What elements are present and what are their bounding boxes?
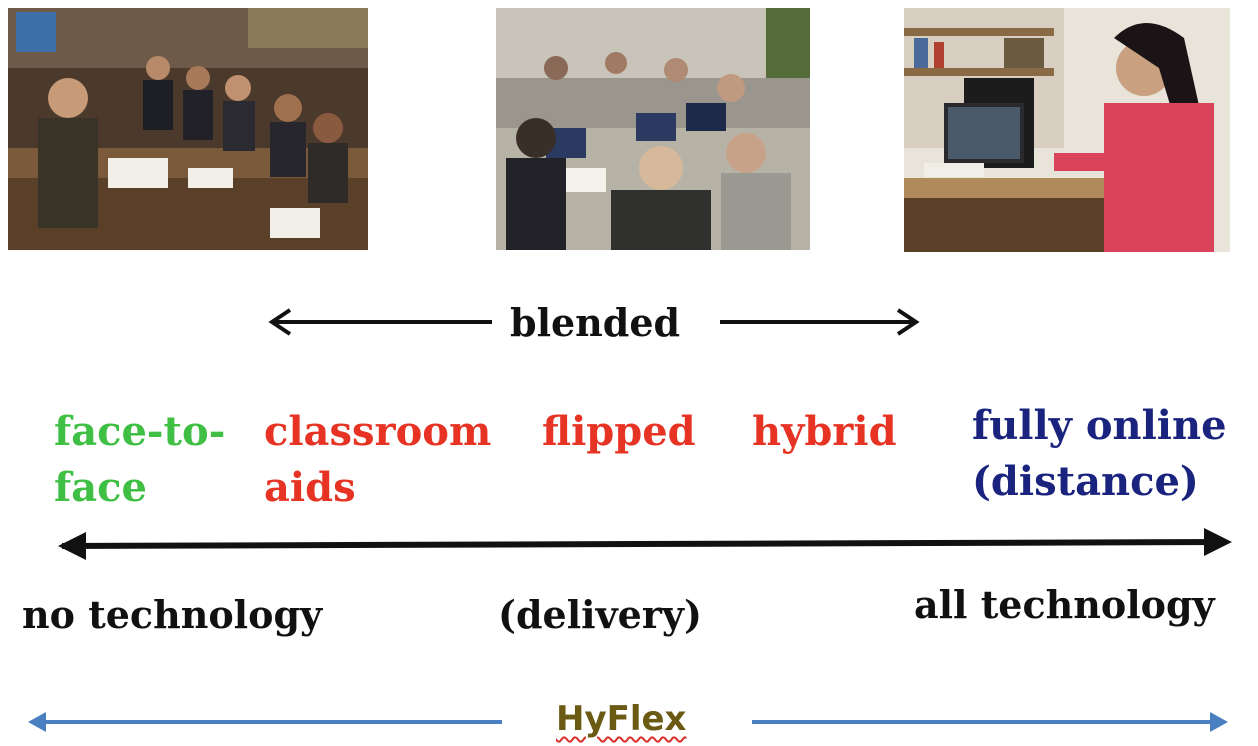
axis-left-label: no technology bbox=[22, 592, 323, 637]
category-fully-online: fully online (distance) bbox=[972, 402, 1227, 505]
blended-label: blended bbox=[510, 300, 681, 345]
classroom-photo bbox=[8, 8, 368, 250]
axis-center-label: (delivery) bbox=[498, 592, 702, 637]
hyflex-arrow bbox=[28, 712, 1228, 732]
category-flipped: flipped bbox=[542, 408, 696, 455]
axis-right-label: all technology bbox=[914, 582, 1215, 627]
home-laptop-photo bbox=[904, 8, 1230, 252]
blended-arrow bbox=[268, 308, 920, 336]
category-hybrid: hybrid bbox=[752, 408, 897, 455]
delivery-axis-arrow bbox=[58, 528, 1232, 560]
hyflex-label: HyFlex bbox=[556, 699, 687, 739]
category-face-to-face: face-to-face bbox=[54, 408, 226, 511]
group-laptops-photo bbox=[496, 8, 810, 250]
category-classroom-aids: classroom aids bbox=[264, 408, 492, 511]
